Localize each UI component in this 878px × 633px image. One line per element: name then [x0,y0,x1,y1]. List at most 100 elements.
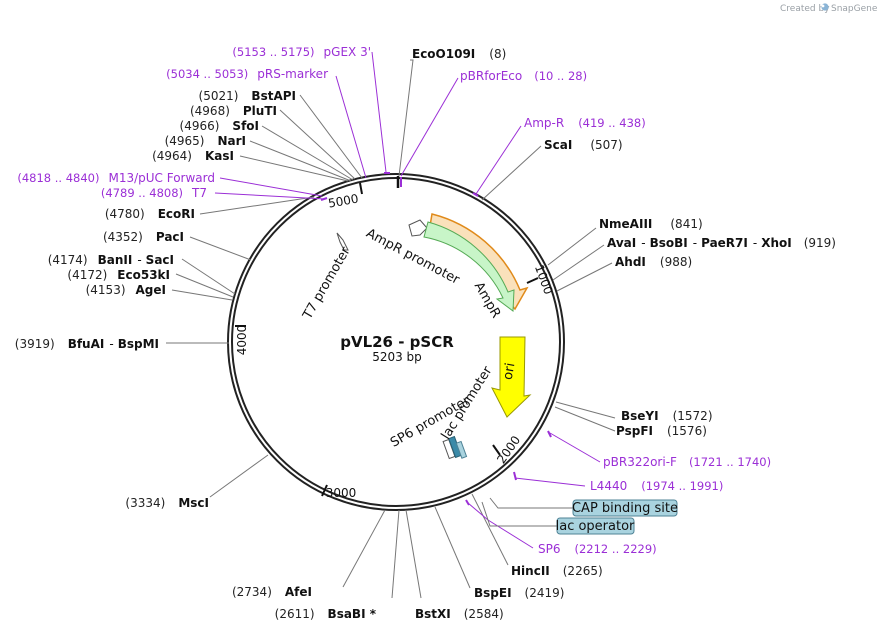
primer-name: pRS-marker [257,67,328,81]
enzyme-name: BspEI [474,586,512,600]
enzyme-position: (4964) [152,149,192,163]
primer-name: L4440 [590,479,627,493]
feature-lac-cluster: SP6 promoter lac promoter [388,363,496,460]
enzyme-name: BstAPI [251,89,296,103]
lac-operator-callout [556,517,635,535]
enzyme-position: (2584) [464,607,504,621]
enzyme-site-bstxi: BstXI (2584) [415,607,504,621]
enzyme-position: (1576) [667,424,707,438]
enzyme-name: PaeR7I [701,236,748,250]
lac-operator-label: lac operator [556,519,635,534]
primer-range: (5034 .. 5053) [166,67,248,81]
enzyme-position: (3334) [125,496,165,510]
enzyme-position: (507) [590,138,622,152]
enzyme-name: NarI [217,134,246,148]
primer-range: (1974 .. 1991) [641,479,723,493]
primer-range: (4789 .. 4808) [101,186,183,200]
enzyme-name: BsoBI [650,236,688,250]
enzyme-site-afei: (2734)AfeI [232,585,312,599]
enzyme-name: BsaBI * [328,607,377,621]
enzyme-name: HincII [511,564,550,578]
enzyme-site-sacı-group: (4174)BanII-SacI [48,253,174,267]
enzyme-site-eco53ki: (4172) Eco53kI [67,268,170,282]
enzyme-position: (2265) [563,564,603,578]
enzyme-site-bspei: BspEI(2419) [474,586,564,600]
primer-site-amp-r: Amp-R(419 .. 438) [524,116,646,130]
enzyme-site-bsabi: (2611) BsaBI * [275,607,377,621]
feature-ori: ori [491,336,532,418]
enzyme-site-hincii: HincII (2265) [511,564,603,578]
enzyme-position: (2611) [275,607,315,621]
enzyme-site-xhoi-group: AvaI-BsoBI-PaeR7I-XhoI(919) [607,236,836,250]
primer-range: (4818 .. 4840) [17,171,99,185]
t7-promoter-label: T7 promoter [300,244,354,323]
enzyme-name: BseYI [621,409,659,423]
primer-range: (419 .. 438) [578,116,646,130]
enzyme-position: (4966) [180,119,220,133]
primer-name: T7 [191,186,207,200]
enzyme-position: (4172) [67,268,107,282]
enzyme-position: (841) [670,217,702,231]
enzyme-labels: EcoO109I(8) ScaI(507) NmeAIII(841) AvaI-… [15,47,836,621]
primer-site-marks [320,172,552,506]
enzyme-name: BstXI [415,607,451,621]
enzyme-name: BfuAI [68,337,105,351]
primer-name: M13/pUC Forward [108,171,215,185]
enzyme-name: EcoRI [158,207,195,221]
enzyme-site-msci: (3334) MscI [125,496,209,510]
enzyme-leader-lines [166,59,616,599]
primer-range: (1721 .. 1740) [689,455,771,469]
enzyme-name: AhdI [615,255,646,269]
cap-binding-site-label: CAP binding site [572,501,678,516]
enzyme-site-scai: ScaI (507) [544,138,623,152]
primer-range: (2212 .. 2229) [575,542,657,556]
enzyme-name: KasI [205,149,234,163]
enzyme-site-nmeaiii: NmeAIII (841) [599,217,703,231]
enzyme-site-nari: (4965) NarI [165,134,246,148]
enzyme-site-bstapi: (5021) BstAPI [199,89,296,103]
enzyme-name: SfoI [232,119,259,133]
enzyme-site-sfoi: (4966) SfoI [180,119,259,133]
enzyme-position: (4968) [190,104,230,118]
enzyme-position: (5021) [199,89,239,103]
position-ticks: 1000 2000 3000 4000 5000 [235,182,556,500]
enzyme-site-ecori: (4780)EcoRI [105,207,195,221]
primer-site-l4440: L4440 (1974 .. 1991) [590,479,723,493]
tick-label-5000: 5000 [327,192,360,211]
enzyme-name: AfeI [285,585,312,599]
credit-brand: SnapGene [831,4,878,14]
enzyme-position: (919) [804,236,836,250]
primer-name: SP6 [538,542,561,556]
enzyme-position: (4153) [86,283,126,297]
tick-label-3000: 3000 [326,486,357,500]
feature-t7-promoter: T7 promoter [300,232,354,323]
enzyme-site-paci: (4352)PacI [103,230,184,244]
tick-label-4000: 4000 [235,325,249,356]
enzyme-position: (988) [660,255,692,269]
enzyme-position: (4174) [48,253,88,267]
snapgene-logo-icon [821,3,829,11]
enzyme-name: MscI [178,496,209,510]
enzyme-position: (4965) [165,134,205,148]
plasmid-length: 5203 bp [372,350,422,364]
enzyme-name: NmeAIII [599,217,652,231]
primer-site-sp6: SP6 (2212 .. 2229) [538,542,657,556]
enzyme-site-agei: (4153)AgeI [86,283,166,297]
primer-name: pBR322ori-F [603,455,677,469]
enzyme-name: ScaI [544,138,572,152]
enzyme-name: BanII [98,253,133,267]
enzyme-name: BspMI [118,337,159,351]
credit-prefix: Created by [780,4,830,14]
enzyme-name: SacI [146,253,174,267]
enzyme-position: (4352) [103,230,143,244]
primer-site-prs-marker: (5034 .. 5053) pRS-marker [166,67,328,81]
enzyme-position: (8) [489,47,506,61]
enzyme-site-kasi: (4964) KasI [152,149,234,163]
primer-site-m13-puc-forward: (4818 .. 4840) M13/pUC Forward [17,171,215,185]
enzyme-name: Eco53kI [117,268,170,282]
enzyme-site-ahdi: AhdI (988) [615,255,692,269]
enzyme-site-bfuai-group: (3919)BfuAI-BspMI [15,337,159,351]
plasmid-name: pVL26 - pSCR [340,333,454,351]
